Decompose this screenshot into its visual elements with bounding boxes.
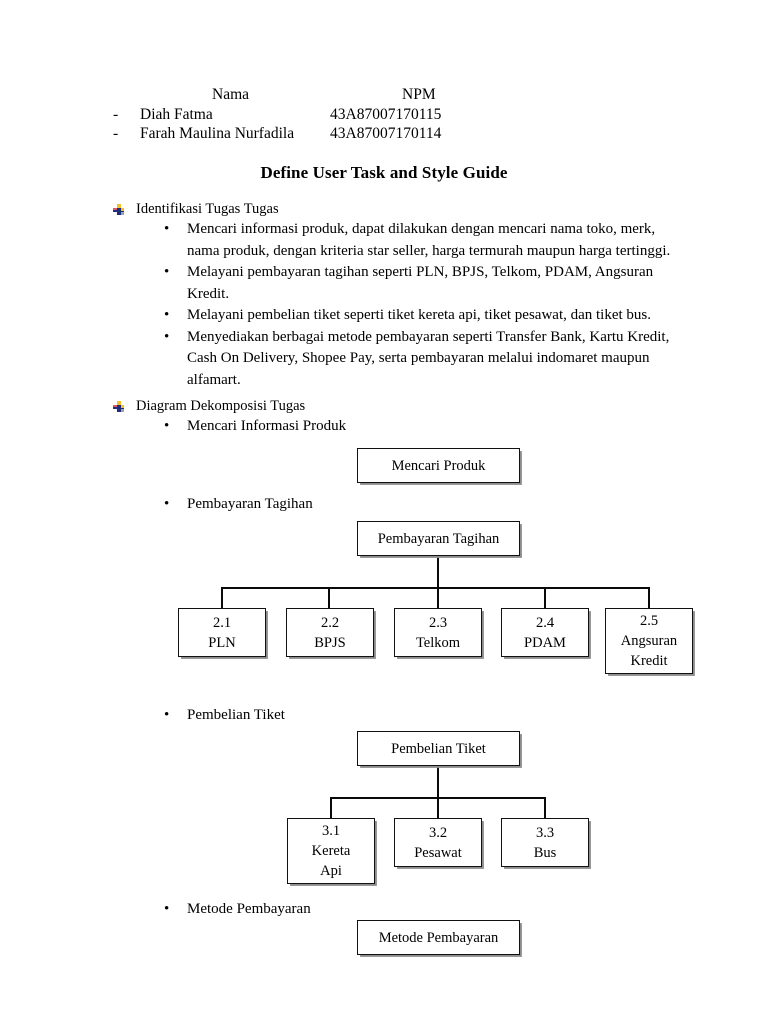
list-item-text: Pembayaran Tagihan [187, 496, 313, 512]
diagram-node-2-2: 2.2 BPJS [286, 608, 374, 657]
node-label-line2: Kredit [630, 653, 668, 669]
node-number: 2.5 [639, 613, 659, 629]
section-heading-dekomposisi: Diagram Dekomposisi Tugas [113, 397, 305, 416]
section-heading-label: Diagram Dekomposisi Tugas [136, 398, 306, 414]
list-item-text: Menyediakan berbagai metode pembayaran s… [187, 328, 670, 388]
authors-header-npm: NPM [402, 86, 436, 103]
node-label: Bus [533, 844, 557, 861]
node-label: Mencari Produk [391, 457, 486, 474]
author-npm: 43A87007170115 [330, 105, 442, 123]
connector-drop-3-3 [544, 797, 547, 818]
node-number: 3.2 [428, 824, 448, 841]
diagram-node-2-4: 2.4 PDAM [501, 608, 589, 657]
diagram-node-metode-pembayaran-root: Metode Pembayaran [357, 920, 520, 955]
section-heading-identifikasi: Identifikasi Tugas Tugas [113, 200, 279, 219]
list-item-text: Melayani pembayaran tagihan seperti PLN,… [187, 264, 654, 302]
diagram-node-2-1: 2.1 PLN [178, 608, 266, 657]
section-heading-label: Identifikasi Tugas Tugas [136, 201, 279, 217]
connector-drop-3-1 [330, 797, 333, 818]
node-label: PDAM [524, 634, 566, 651]
node-number: 2.3 [428, 614, 448, 631]
bullet-dot-icon: • [164, 307, 170, 323]
author-dash: - [113, 105, 119, 123]
node-label: Angsuran [620, 633, 678, 649]
diagram-label-metode-pembayaran: • Metode Pembayaran [163, 899, 583, 921]
diagram-node-pembayaran-tagihan-root: Pembayaran Tagihan [357, 521, 520, 556]
list-item: • Melayani pembelian tiket seperti tiket… [163, 305, 671, 327]
list-item-text: Metode Pembayaran [187, 901, 311, 917]
node-label: Kereta [311, 843, 351, 859]
list-item-text: Pembelian Tiket [187, 707, 285, 723]
connector-drop-2-4 [544, 587, 547, 609]
author-row: - Diah Fatma 43A87007170115 [113, 105, 673, 125]
node-label: BPJS [314, 634, 346, 651]
author-dash: - [113, 125, 119, 142]
node-label-line2: Api [320, 863, 342, 879]
bullet-dot-icon: • [164, 418, 170, 434]
node-label: Pesawat [414, 844, 462, 861]
node-label: Pembayaran Tagihan [377, 530, 500, 547]
word-cross-bullet-icon [113, 401, 124, 412]
list-item: • Menyediakan berbagai metode pembayaran… [163, 327, 671, 392]
diagram-node-3-1: 3.1 Kereta Api [287, 818, 375, 884]
list-item-text: Melayani pembelian tiket seperti tiket k… [187, 307, 652, 323]
bullet-dot-icon: • [164, 221, 170, 237]
list-item: • Melayani pembayaran tagihan seperti PL… [163, 262, 671, 305]
node-label: Metode Pembayaran [378, 929, 499, 946]
list-item: • Metode Pembayaran [163, 899, 583, 921]
diagram-label-pembelian-tiket: • Pembelian Tiket [163, 705, 583, 727]
diagram-node-pembelian-tiket-root: Pembelian Tiket [357, 731, 520, 766]
bullet-dot-icon: • [164, 264, 170, 280]
list-item: • Mencari Informasi Produk [163, 416, 583, 438]
list-item: • Mencari informasi produk, dapat dilaku… [163, 219, 671, 262]
diagram-node-mencari-produk-root: Mencari Produk [357, 448, 520, 483]
authors-header-name: Nama [212, 86, 250, 103]
author-name: Farah Maulina Nurfadila [140, 125, 295, 142]
node-number: 3.3 [535, 824, 555, 841]
page-title: Define User Task and Style Guide [260, 163, 508, 182]
diagram-label-pembayaran-tagihan: • Pembayaran Tagihan [163, 494, 583, 516]
diagram-node-2-3: 2.3 Telkom [394, 608, 482, 657]
node-label: Pembelian Tiket [391, 740, 486, 757]
connector-drop-3-2 [437, 797, 440, 818]
author-npm: 43A87007170114 [330, 125, 442, 142]
node-number: 2.2 [320, 614, 340, 631]
connector-drop-2-1 [221, 587, 224, 609]
connector-trunk-pembelian [437, 766, 440, 799]
author-name: Diah Fatma [140, 105, 213, 123]
bullet-dot-icon: • [164, 328, 170, 345]
bullet-dot-icon: • [164, 901, 170, 917]
bullet-dot-icon: • [164, 707, 170, 723]
list-item-text: Mencari Informasi Produk [187, 418, 347, 434]
author-row: - Farah Maulina Nurfadila 43A87007170114 [113, 124, 673, 144]
node-number: 2.1 [212, 614, 232, 631]
identifikasi-bullet-list: • Mencari informasi produk, dapat dilaku… [163, 219, 671, 391]
bullet-dot-icon: • [164, 496, 170, 512]
connector-drop-2-5 [648, 587, 651, 609]
connector-bus-pembayaran [221, 587, 650, 590]
diagram-node-3-3: 3.3 Bus [501, 818, 589, 867]
diagram-node-3-2: 3.2 Pesawat [394, 818, 482, 867]
node-number: 3.1 [321, 823, 341, 839]
connector-trunk-pembayaran [437, 556, 440, 589]
word-cross-bullet-icon [113, 204, 124, 215]
diagram-label-mencari-produk: • Mencari Informasi Produk [163, 416, 583, 438]
authors-table: Nama NPM - Diah Fatma 43A87007170115 - F… [113, 85, 673, 144]
connector-drop-2-3 [437, 587, 440, 609]
node-label: PLN [208, 634, 236, 651]
list-item: • Pembayaran Tagihan [163, 494, 583, 516]
authors-header-row: Nama NPM [113, 85, 673, 105]
node-number: 2.4 [535, 614, 555, 631]
node-label: Telkom [415, 634, 461, 651]
list-item-text: Mencari informasi produk, dapat dilakuka… [187, 221, 671, 259]
diagram-node-2-5: 2.5 Angsuran Kredit [605, 608, 693, 674]
list-item: • Pembelian Tiket [163, 705, 583, 727]
connector-drop-2-2 [328, 587, 331, 609]
